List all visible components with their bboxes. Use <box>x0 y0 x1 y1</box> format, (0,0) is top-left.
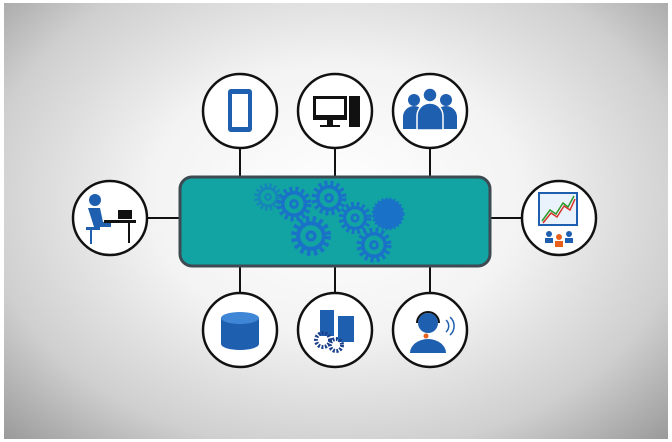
smartphone-icon <box>228 89 252 132</box>
gears-icon <box>257 184 405 259</box>
person-at-desk-icon <box>86 194 136 244</box>
server-gears-icon <box>314 310 354 353</box>
analytics-chart-icon <box>538 192 578 247</box>
connectors <box>147 148 522 293</box>
hub-box <box>178 175 492 268</box>
desktop-computer-icon <box>313 96 360 127</box>
user-group-icon <box>403 87 457 131</box>
database-icon <box>221 312 259 350</box>
customer-support-icon <box>410 311 455 353</box>
